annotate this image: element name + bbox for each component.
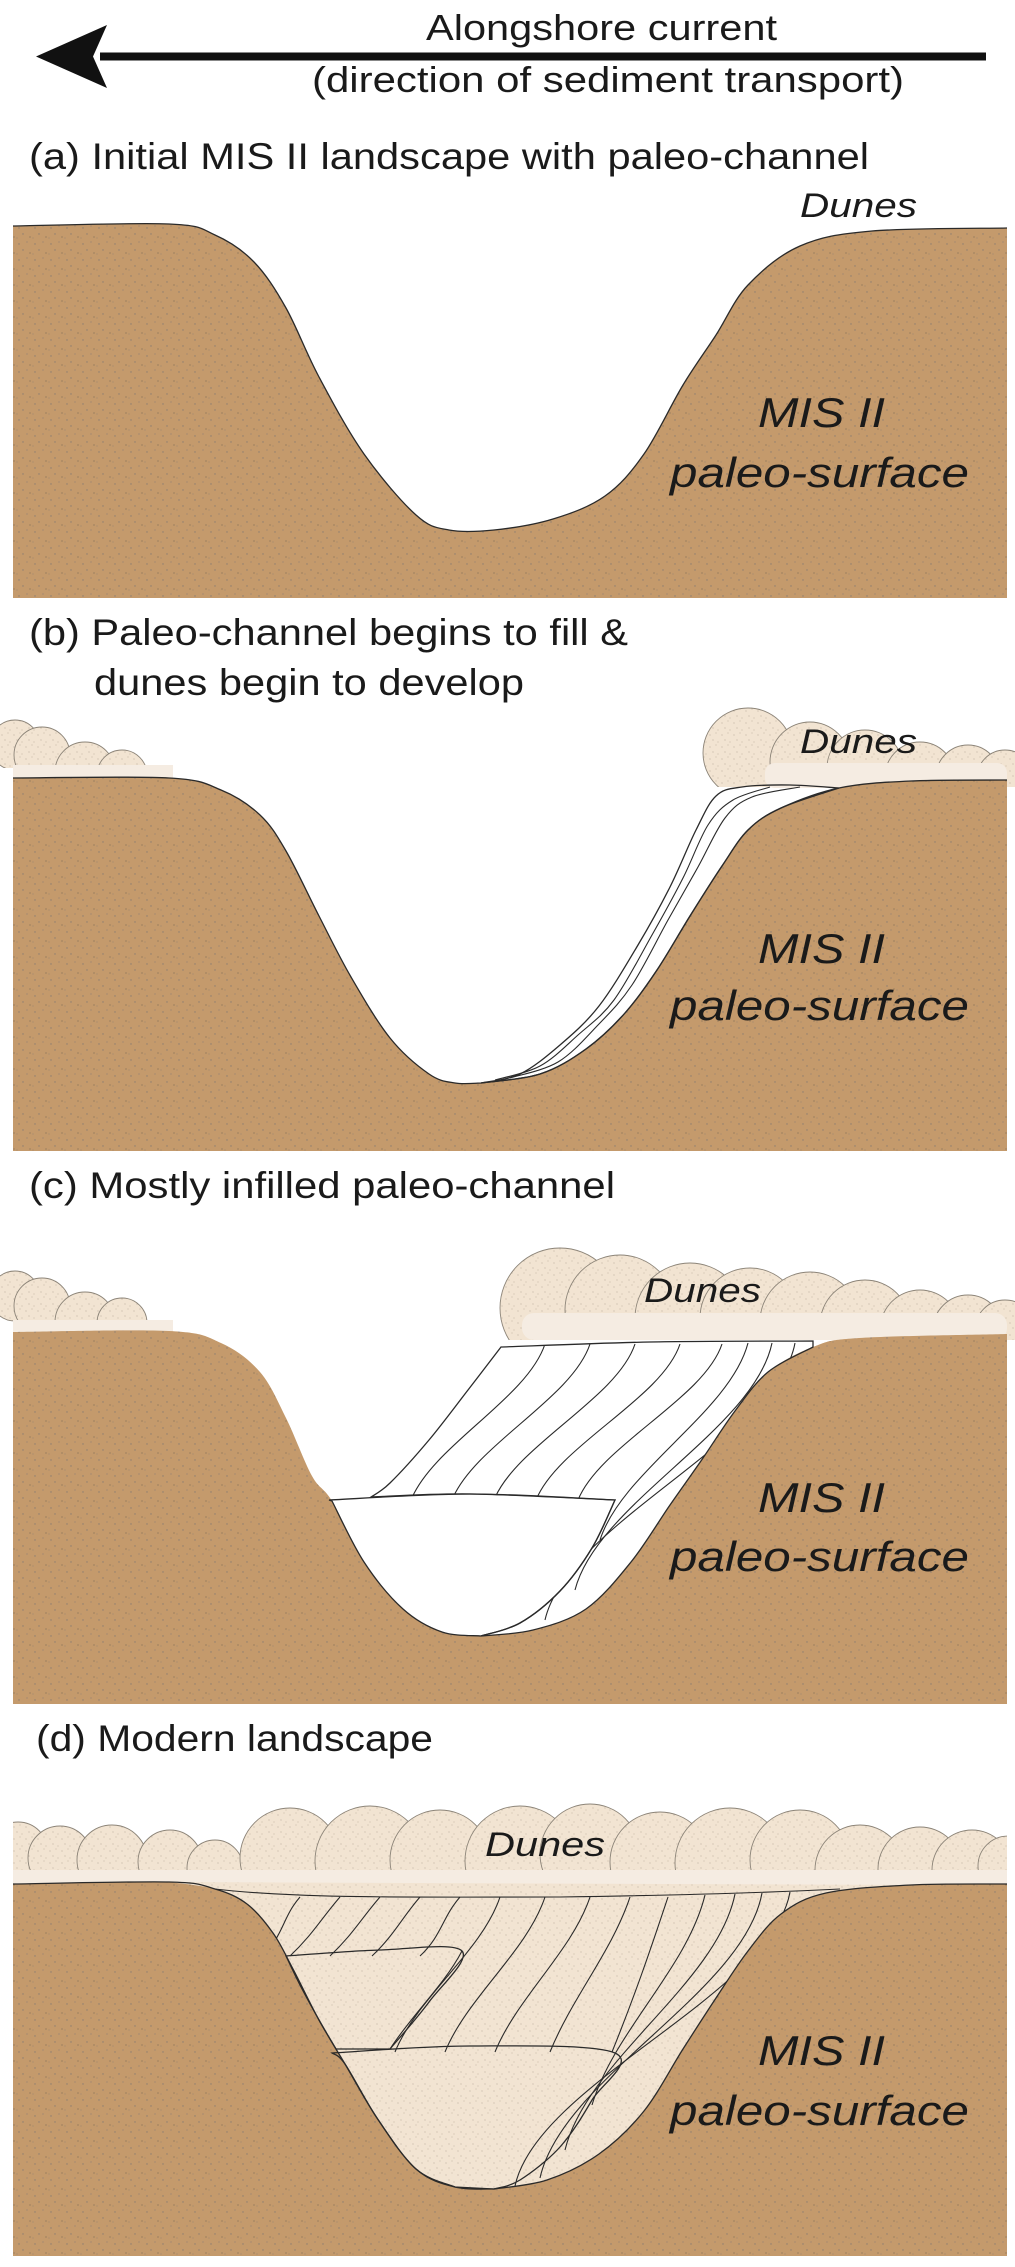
unit-label-line1: MIS II [758, 389, 885, 436]
unit-label-line1: MIS II [758, 2027, 885, 2074]
alongshore-current-arrow [36, 25, 986, 88]
unit-label-line2: paleo-surface [668, 449, 969, 496]
dunes-label: Dunes [800, 723, 917, 761]
header-title: Alongshore current [426, 7, 777, 48]
fill-layer-line [509, 786, 801, 1079]
fill-layer-line [419, 1896, 461, 1957]
fill-layer-line [574, 1342, 773, 1591]
mis-ii-paleo-surface [13, 1330, 1007, 1704]
panel-a-label: (a) Initial MIS II landscape with paleo-… [29, 136, 869, 177]
panel-c-label: (c) Mostly infilled paleo-channel [29, 1165, 615, 1206]
dune-mound [977, 1835, 1007, 1872]
dune-base-band [522, 1313, 1007, 1340]
channel-fill-layers [169, 1882, 911, 2190]
arrow-left-icon [36, 25, 107, 88]
dune-mound [96, 1297, 148, 1322]
fill-layer-line [611, 1896, 669, 2053]
fill-layer-line [394, 1896, 501, 2053]
mis-ii-paleo-surface [13, 1881, 1007, 2256]
dune-base-band [13, 1320, 173, 1333]
dunes-label: Dunes [800, 187, 917, 225]
panel-d-label: (d) Modern landscape [36, 1718, 433, 1759]
header-subtitle: (direction of sediment transport) [312, 59, 904, 100]
fill-layer-lines [214, 1888, 841, 2187]
fill-layer-line [451, 1343, 591, 1501]
unit-label-line2: paleo-surface [668, 1533, 969, 1580]
dune-mound [97, 749, 147, 768]
unit-label-line2: paleo-surface [668, 2087, 969, 2134]
dune-base-band [13, 765, 173, 779]
unit-label-line1: MIS II [758, 925, 885, 972]
dune-mound [54, 741, 116, 768]
channel-profile-line [12, 1881, 1008, 2190]
dunes [13, 1803, 1007, 1872]
fill-layer-line [444, 1896, 546, 2053]
panel-b: (b) Paleo-channel begins to fill & dunes… [0, 612, 1015, 1151]
basal-channel-fill-upper [284, 1946, 465, 2050]
fill-layer-line [329, 1896, 381, 1957]
panel-c: (c) Mostly infilled paleo-channel Dunes … [0, 1165, 1015, 1704]
fill-layer-line [535, 1343, 681, 1501]
basal-channel-fill [328, 1493, 617, 1637]
dunes-label: Dunes [644, 1272, 761, 1310]
unit-label-line1: MIS II [758, 1474, 885, 1521]
unit-label-line2: paleo-surface [668, 982, 969, 1029]
fill-layer-line [410, 1343, 546, 1501]
panel-a: (a) Initial MIS II landscape with paleo-… [12, 136, 1008, 598]
fill-layer-line [493, 1343, 636, 1501]
dunes-left [0, 719, 147, 768]
panel-b-label-line1: (b) Paleo-channel begins to fill & [29, 612, 628, 653]
fill-layer-line [599, 1342, 749, 1541]
dunes-left [0, 1270, 148, 1322]
dune-base-band [13, 1870, 1007, 1886]
dunes-label: Dunes [485, 1826, 605, 1864]
fill-layer-line [494, 786, 771, 1081]
fill-layer-line [539, 1892, 763, 2179]
fill-top-line [214, 1888, 841, 1898]
fill-layer-line [494, 1896, 591, 2053]
mis-ii-paleo-surface [13, 777, 1007, 1151]
mis-ii-paleo-surface [13, 223, 1007, 598]
panel-b-label-line2: dunes begin to develop [94, 662, 524, 703]
channel-profile-line [12, 222, 1008, 533]
fill-layer-line [389, 1950, 463, 2050]
fill-layer-line [564, 1893, 736, 2151]
arrow-shaft [100, 52, 986, 61]
fill-layer-line [549, 1896, 631, 2053]
panel-d: (d) Modern landscape Dunes MIS II paleo-… [12, 1718, 1008, 2256]
fill-layer-line [577, 1343, 723, 1501]
fill-layer-line [289, 1896, 341, 1957]
channel-profile-line [12, 776, 1008, 1085]
channel-fill-layers [368, 1340, 814, 1637]
